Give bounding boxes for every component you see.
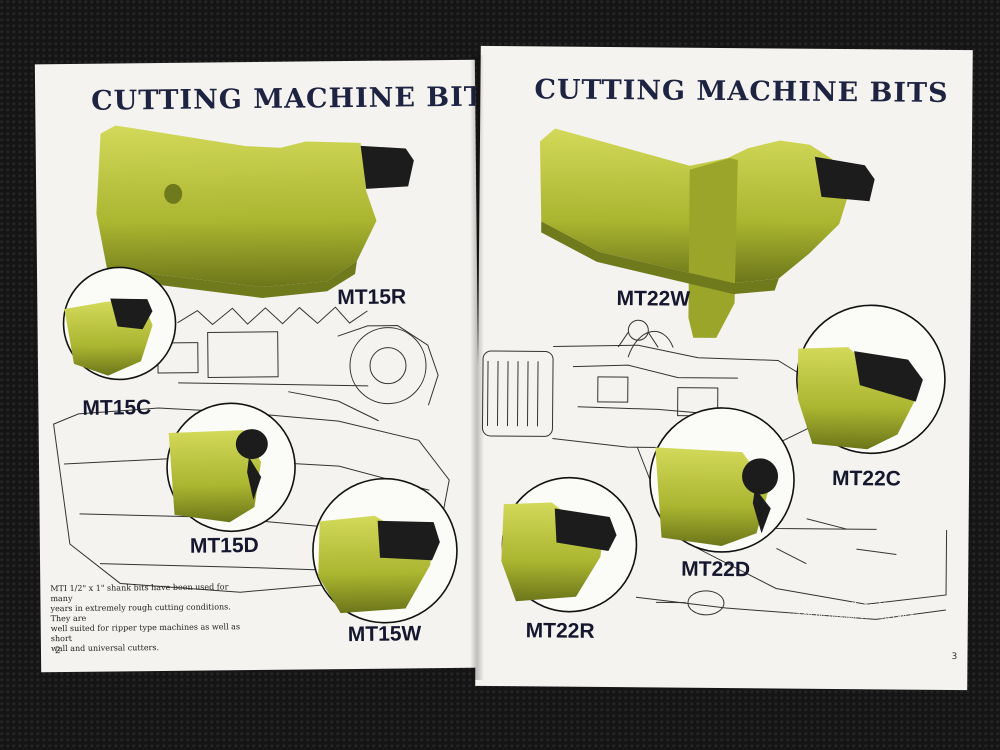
mt15r-bit-image xyxy=(96,125,414,298)
mt22c-label: MT22C xyxy=(831,466,901,491)
mt15c-label: MT15C xyxy=(82,396,152,420)
mt22r-bit-image xyxy=(501,476,638,613)
left-page: CUTTING MACHINE BITS MT15R MT15C MT15D M… xyxy=(34,59,482,673)
book-spine-shadow xyxy=(470,55,484,680)
mt15d-label: MT15D xyxy=(189,534,259,558)
mt22d-bit-image xyxy=(649,407,795,553)
page-number: 3 xyxy=(951,651,958,663)
mt22d-label: MT22D xyxy=(681,557,751,582)
caption: MTI 1/2" x 1" shank bits have been used … xyxy=(50,582,251,654)
caption-line: wall and universal cutters. xyxy=(50,643,160,654)
mt15w-bit-image xyxy=(312,477,458,624)
page-title: CUTTING MACHINE BITS xyxy=(91,81,482,117)
mt15w-label: MT15W xyxy=(347,622,422,647)
caption-line: years in extremely rough cutting conditi… xyxy=(50,602,231,624)
mt15c-bit-image xyxy=(62,266,177,381)
caption: The MTI raplok bit has a full shoulder g… xyxy=(741,600,961,642)
page-title: CUTTING MACHINE BITS xyxy=(534,74,949,109)
left-page-illustrations xyxy=(53,125,458,624)
mt15r-label: MT15R xyxy=(337,285,407,310)
right-page: CUTTING MACHINE BITS MT22W MT22C MT22D M… xyxy=(475,45,973,691)
mt22w-bit-image xyxy=(539,128,875,338)
caption-line: well suited for ripper type machines as … xyxy=(50,622,241,644)
right-page-illustrations xyxy=(481,128,948,620)
cutting-machine-line-art xyxy=(53,306,450,593)
mt15d-bit-image xyxy=(166,402,296,533)
mt22r-label: MT22R xyxy=(525,619,595,643)
mt22w-label: MT22W xyxy=(616,287,691,311)
caption-line: also has a top removal notch for ease in… xyxy=(740,630,959,642)
caption-line: MTI 1/2" x 1" shank bits have been used … xyxy=(50,582,229,604)
page-number: 2 xyxy=(54,646,61,657)
mt22c-bit-image xyxy=(796,304,946,455)
